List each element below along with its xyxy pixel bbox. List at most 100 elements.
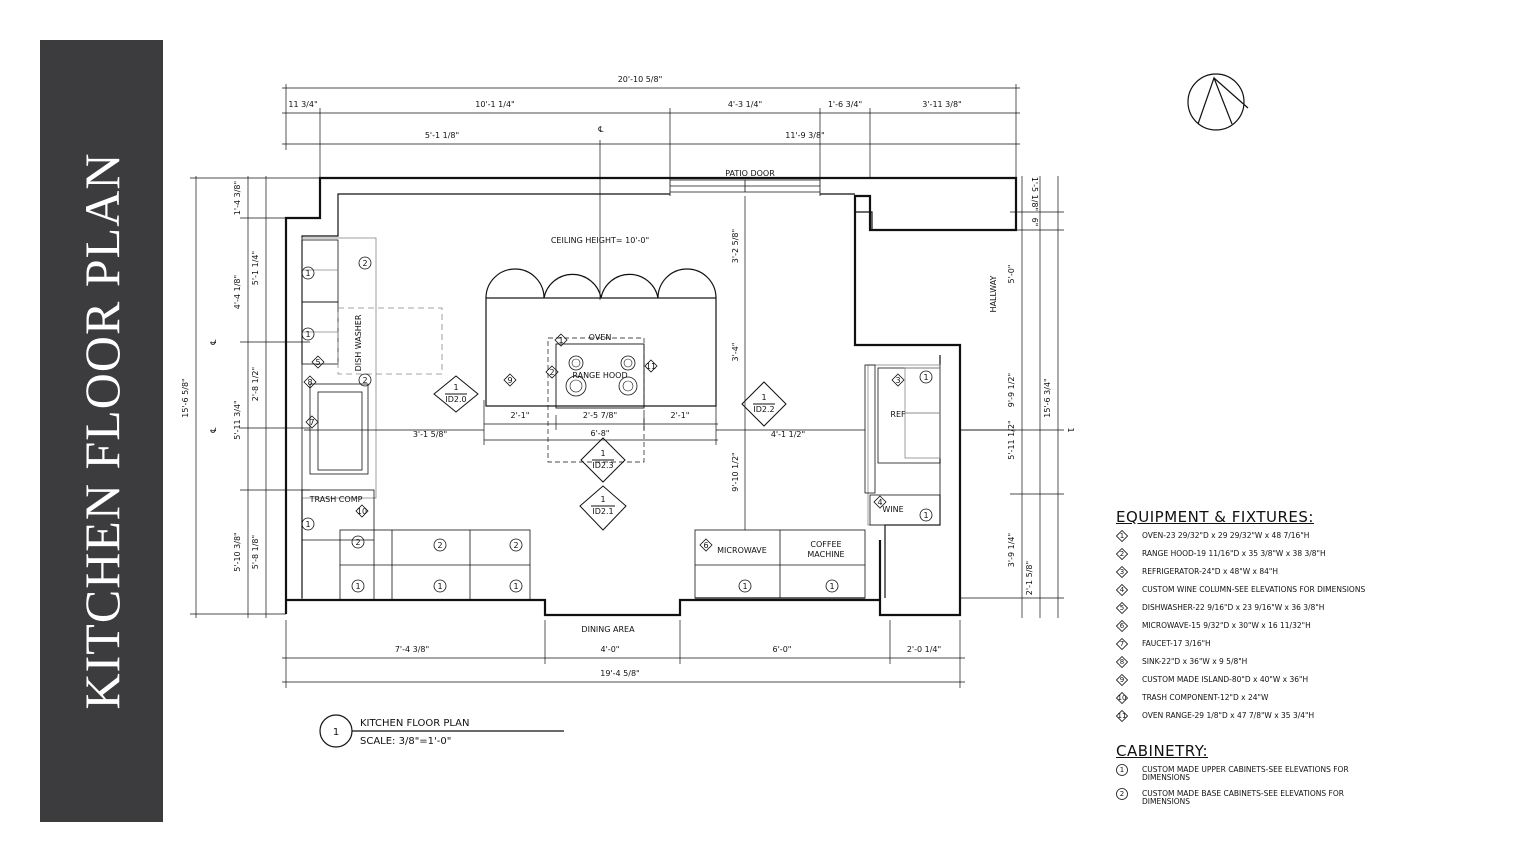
- equipment-list: 1 OVEN-23 29/32"D x 29 29/32"W x 48 7/16"…: [1116, 530, 1376, 722]
- coffee-label-1: COFFEE: [810, 540, 841, 549]
- callout-cab-1e: 1: [437, 582, 442, 591]
- patio-door-label: PATIO DOOR: [725, 169, 775, 178]
- legend-item-number: 6: [1119, 622, 1125, 630]
- cabinetry-legend: CABINETRY: 1 CUSTOM MADE UPPER CABINETS-S…: [1116, 742, 1376, 814]
- section-id2-3: ID2.3: [592, 461, 613, 470]
- dim-island-4: 6'-8": [591, 429, 610, 438]
- dim-island-3: 2'-1": [671, 411, 690, 420]
- legend-item-number: 8: [1119, 658, 1125, 666]
- equipment-callouts: [303, 333, 905, 552]
- legend-item-text: OVEN-23 29/32"D x 29 29/32"W x 48 7/16"H: [1142, 531, 1310, 540]
- legend-item-number: 1: [1119, 532, 1125, 540]
- legend-item-number: 2: [1119, 790, 1125, 798]
- legend-item-number: 9: [1119, 676, 1125, 684]
- patio-door: [669, 178, 821, 196]
- trash-comp-label: TRASH COMP: [309, 495, 363, 504]
- wine-label: WINE: [882, 505, 903, 514]
- dimension-lines: [190, 84, 1064, 732]
- legend-item: 10 TRASH COMPONENT-12"D x 24"W: [1116, 692, 1376, 704]
- dim-right-3: 9'-9 1/2": [1007, 373, 1016, 407]
- cabinetry-heading: CABINETRY:: [1116, 742, 1208, 760]
- legend-item-text: MICROWAVE-15 9/32"D x 30"W x 16 11/32"H: [1142, 621, 1311, 630]
- dim-right-tick: 1: [1066, 427, 1075, 432]
- right-counter: [864, 364, 941, 526]
- interior-wall-outline: [301, 193, 941, 599]
- callout-cab-1g: 1: [742, 582, 747, 591]
- dim-left-2: 4'-4 1/8": [233, 275, 242, 309]
- section-num-2: 1: [600, 495, 605, 504]
- legend-item-number: 5: [1119, 604, 1125, 612]
- legend-item-text: DISHWASHER-22 9/16"D x 23 9/16"W x 36 3/…: [1142, 603, 1325, 612]
- callout-eq-5: 5: [315, 358, 320, 367]
- diamond-marker-icon: 11: [1116, 710, 1128, 722]
- legend-item-text: CUSTOM MADE UPPER CABINETS-SEE ELEVATION…: [1142, 765, 1349, 782]
- diamond-marker-icon: 6: [1116, 620, 1128, 632]
- dim-bottom-total: 19'-4 5/8": [600, 669, 639, 678]
- cabinetry-list: 1 CUSTOM MADE UPPER CABINETS-SEE ELEVATIO…: [1116, 764, 1376, 806]
- diamond-marker-icon: 2: [1116, 548, 1128, 560]
- dim-left-1: 1'-4 3/8": [233, 181, 242, 215]
- dim-center-1: 3'-2 5/8": [731, 229, 740, 263]
- callout-numbers: 2 1 1 2 1 2 2 2 1 1 1 1 1 1 1 1 2 11 9 5…: [305, 259, 928, 591]
- legend-item-text: TRASH COMPONENT-12"D x 24"W: [1142, 693, 1269, 702]
- dining-area-label: DINING AREA: [581, 625, 635, 634]
- diamond-marker-icon: 9: [1116, 674, 1128, 686]
- dish-washer-label: DISH WASHER: [354, 314, 363, 371]
- dimension-text: 20'-10 5/8" 11 3/4" 10'-1 1/4" 4'-3 1/4"…: [181, 75, 1075, 678]
- callout-cab-2d: 2: [437, 541, 442, 550]
- dim-right-1: 1'-5 1/8": [1030, 177, 1039, 211]
- callout-eq-11: 11: [646, 362, 656, 371]
- left-counter: [301, 237, 443, 601]
- plan-title-name: KITCHEN FLOOR PLAN: [360, 718, 470, 729]
- callout-cab-2b: 2: [362, 376, 367, 385]
- dim-right-mid: 5'-11 1/2": [1007, 420, 1016, 459]
- dim-right-2: 6": [1030, 218, 1039, 227]
- callout-cab-2e: 2: [513, 541, 518, 550]
- legend-item-text: CUSTOM WINE COLUMN-SEE ELEVATIONS FOR DI…: [1142, 585, 1366, 594]
- dim-bottom-3: 6'-0": [773, 645, 792, 654]
- dim-island-1: 2'-1": [511, 411, 530, 420]
- ref-label: REF: [890, 410, 906, 419]
- dim-center-3: 9'-10 1/2": [731, 452, 740, 491]
- callout-eq-8: 8: [307, 378, 312, 387]
- legend-item: 6 MICROWAVE-15 9/32"D x 30"W x 16 11/32"H: [1116, 620, 1376, 632]
- section-num-4: 1: [600, 449, 605, 458]
- dim-left-outer: 15'-6 5/8": [181, 378, 190, 417]
- dim-top-second-1: 5'-1 1/8": [425, 131, 459, 140]
- dim-left-inner-2: 5'-8 1/8": [251, 535, 260, 569]
- legend-item-number: 1: [1119, 766, 1125, 774]
- section-id2-1: ID2.1: [592, 507, 613, 516]
- section-id2-0: ID2.0: [445, 395, 466, 404]
- island: [485, 268, 717, 463]
- dim-left-3: 2'-8 1/2": [251, 367, 260, 401]
- diamond-marker-icon: 1: [1116, 530, 1128, 542]
- callout-cab-2c: 2: [355, 538, 360, 547]
- dim-top-second-2: 11'-9 3/8": [785, 131, 824, 140]
- dim-bottom-1: 7'-4 3/8": [395, 645, 429, 654]
- callout-eq-3: 3: [895, 376, 900, 385]
- diamond-marker-icon: 7: [1116, 638, 1128, 650]
- legend-item-text: SINK-22"D x 36"W x 9 5/8"H: [1142, 657, 1248, 666]
- dim-right-outer: 15'-6 3/4": [1043, 378, 1052, 417]
- callout-cab-1h: 1: [829, 582, 834, 591]
- legend-item-number: 11: [1117, 712, 1127, 720]
- dim-left-4: 5'-11 3/4": [233, 400, 242, 439]
- dim-top-5: 3'-11 3/8": [922, 100, 961, 109]
- legend-item: 8 SINK-22"D x 36"W x 9 5/8"H: [1116, 656, 1376, 668]
- diamond-marker-icon: 10: [1116, 692, 1128, 704]
- plan-title-number: 1: [333, 727, 339, 738]
- dim-top-total: 20'-10 5/8": [618, 75, 663, 84]
- callout-cab-1i: 1: [923, 373, 928, 382]
- dim-top-3: 4'-3 1/4": [728, 100, 762, 109]
- legend-item: 1 OVEN-23 29/32"D x 29 29/32"W x 48 7/16"…: [1116, 530, 1376, 542]
- legend-item-number: 7: [1119, 640, 1125, 648]
- legend-item-number: 10: [1117, 694, 1127, 702]
- bottom-counter: [339, 529, 866, 601]
- plan-title-block: 1 KITCHEN FLOOR PLAN SCALE: 3/8"=1'-0": [333, 718, 470, 747]
